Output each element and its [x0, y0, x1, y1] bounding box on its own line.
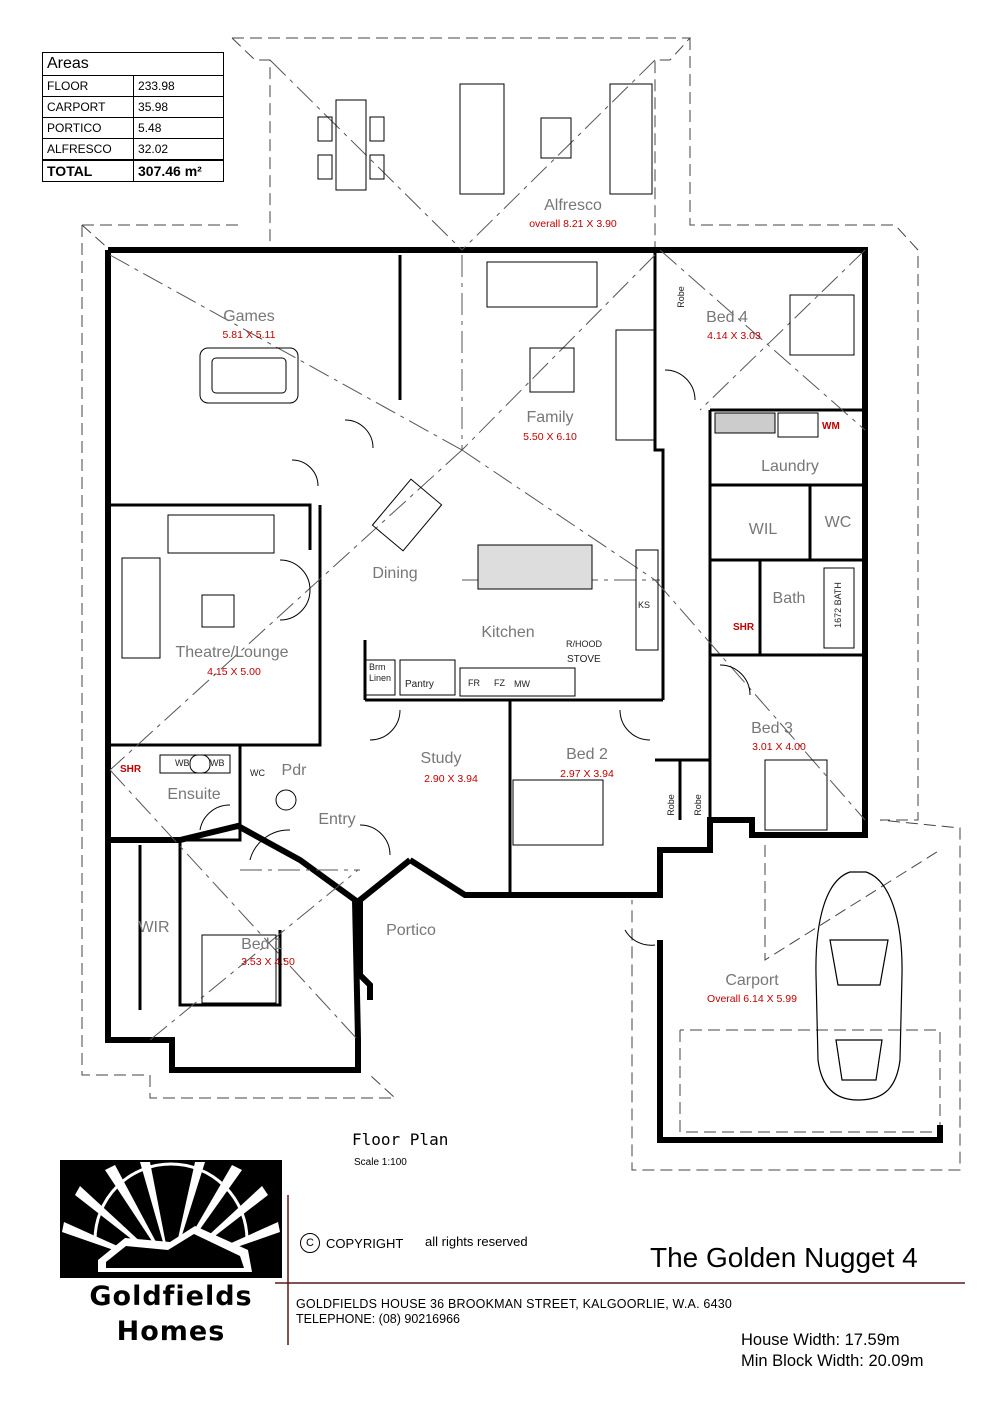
dim-family: 5.50 X 6.10	[523, 431, 577, 443]
room-label-bed4: Bed 4	[706, 309, 748, 326]
fridge-label: FR	[468, 678, 480, 688]
room-label-bed2: Bed 2	[566, 746, 608, 763]
wb-label: WB	[175, 758, 190, 768]
dim-bed4: 4.14 X 3.03	[707, 330, 761, 342]
robe-label: Robe	[675, 286, 686, 308]
rhood-label: R/HOOD	[566, 639, 602, 649]
shr-label: SHR	[120, 764, 142, 775]
plan-scale: Scale 1:100	[354, 1157, 407, 1168]
furniture	[121, 83, 855, 1004]
title-block-lines	[275, 1195, 965, 1345]
room-label-portico: Portico	[386, 922, 436, 939]
brand-name-line2: Homes	[116, 1316, 226, 1347]
areas-title: Areas	[42, 52, 224, 76]
dim-study: 2.90 X 3.94	[424, 773, 478, 785]
brand-name-line1: Goldfields	[89, 1281, 253, 1312]
room-label-bath: Bath	[772, 590, 806, 607]
telephone: TELEPHONE: (08) 90216966	[296, 1312, 460, 1326]
car-outline	[815, 871, 903, 1101]
copyright-icon: C	[300, 1233, 320, 1253]
room-label-theatre: Theatre/Lounge	[175, 644, 289, 661]
dim-carport: Overall 6.14 X 5.99	[707, 993, 797, 1005]
dim-alfresco: overall 8.21 X 3.90	[529, 218, 617, 230]
eaves-outline	[81, 37, 961, 1171]
stove-label: STOVE	[567, 654, 601, 665]
dim-bed3: 3.01 X 4.00	[752, 741, 806, 753]
rights-text: all rights reserved	[425, 1234, 528, 1249]
dim-theatre: 4.15 X 5.00	[207, 666, 261, 678]
room-label-games: Games	[223, 308, 275, 325]
room-label-laundry: Laundry	[761, 458, 819, 475]
pantry-label: Pantry	[405, 679, 434, 690]
dim-bed1: 3.53 X 4.50	[241, 956, 295, 968]
copyright-text: COPYRIGHT	[326, 1235, 404, 1251]
room-label-pdr: Pdr	[281, 762, 307, 779]
min-block-width: Min Block Width: 20.09m	[741, 1352, 924, 1370]
room-label-wc: WC	[824, 514, 852, 531]
linen-label: Brm Linen	[369, 662, 392, 683]
room-label-wir: WIR	[138, 919, 170, 936]
room-label-alfresco: Alfresco	[544, 197, 602, 214]
dim-games: 5.81 X 5.11	[222, 329, 276, 341]
robe-label: Robe	[665, 794, 676, 816]
room-label-ensuite: Ensuite	[167, 786, 221, 803]
dim-bed2: 2.97 X 3.94	[560, 768, 614, 780]
room-label-dining: Dining	[372, 565, 418, 582]
room-label-bed1: Bed 1	[241, 936, 283, 953]
wc-label: WC	[250, 768, 265, 778]
wm-label: WM	[822, 421, 840, 432]
house-width: House Width: 17.59m	[741, 1331, 900, 1349]
address: GOLDFIELDS HOUSE 36 BROOKMAN STREET, KAL…	[296, 1297, 733, 1311]
door-swings	[199, 369, 751, 946]
room-label-bed3: Bed 3	[751, 720, 793, 737]
goldfields-homes-logo	[60, 1160, 282, 1278]
freezer-label: FZ	[494, 678, 505, 688]
microwave-label: MW	[514, 679, 530, 689]
bath-label: 1672 BATH	[832, 582, 843, 628]
room-label-entry: Entry	[318, 811, 356, 828]
room-label-carport: Carport	[725, 972, 779, 989]
copyright: C COPYRIGHT	[300, 1233, 403, 1253]
roof-lines	[109, 59, 866, 1041]
room-label-wil: WIL	[748, 521, 778, 538]
robe-label: Robe	[692, 794, 703, 816]
room-label-kitchen: Kitchen	[481, 624, 535, 641]
shr-label: SHR	[733, 622, 755, 633]
ks-label: KS	[638, 600, 651, 610]
room-label-study: Study	[420, 750, 462, 767]
room-label-family: Family	[526, 409, 574, 426]
plan-title: Floor Plan	[352, 1130, 449, 1149]
plan-name: The Golden Nugget 4	[650, 1242, 918, 1273]
wb-label: WB	[210, 758, 225, 768]
internal-walls	[110, 250, 865, 1010]
